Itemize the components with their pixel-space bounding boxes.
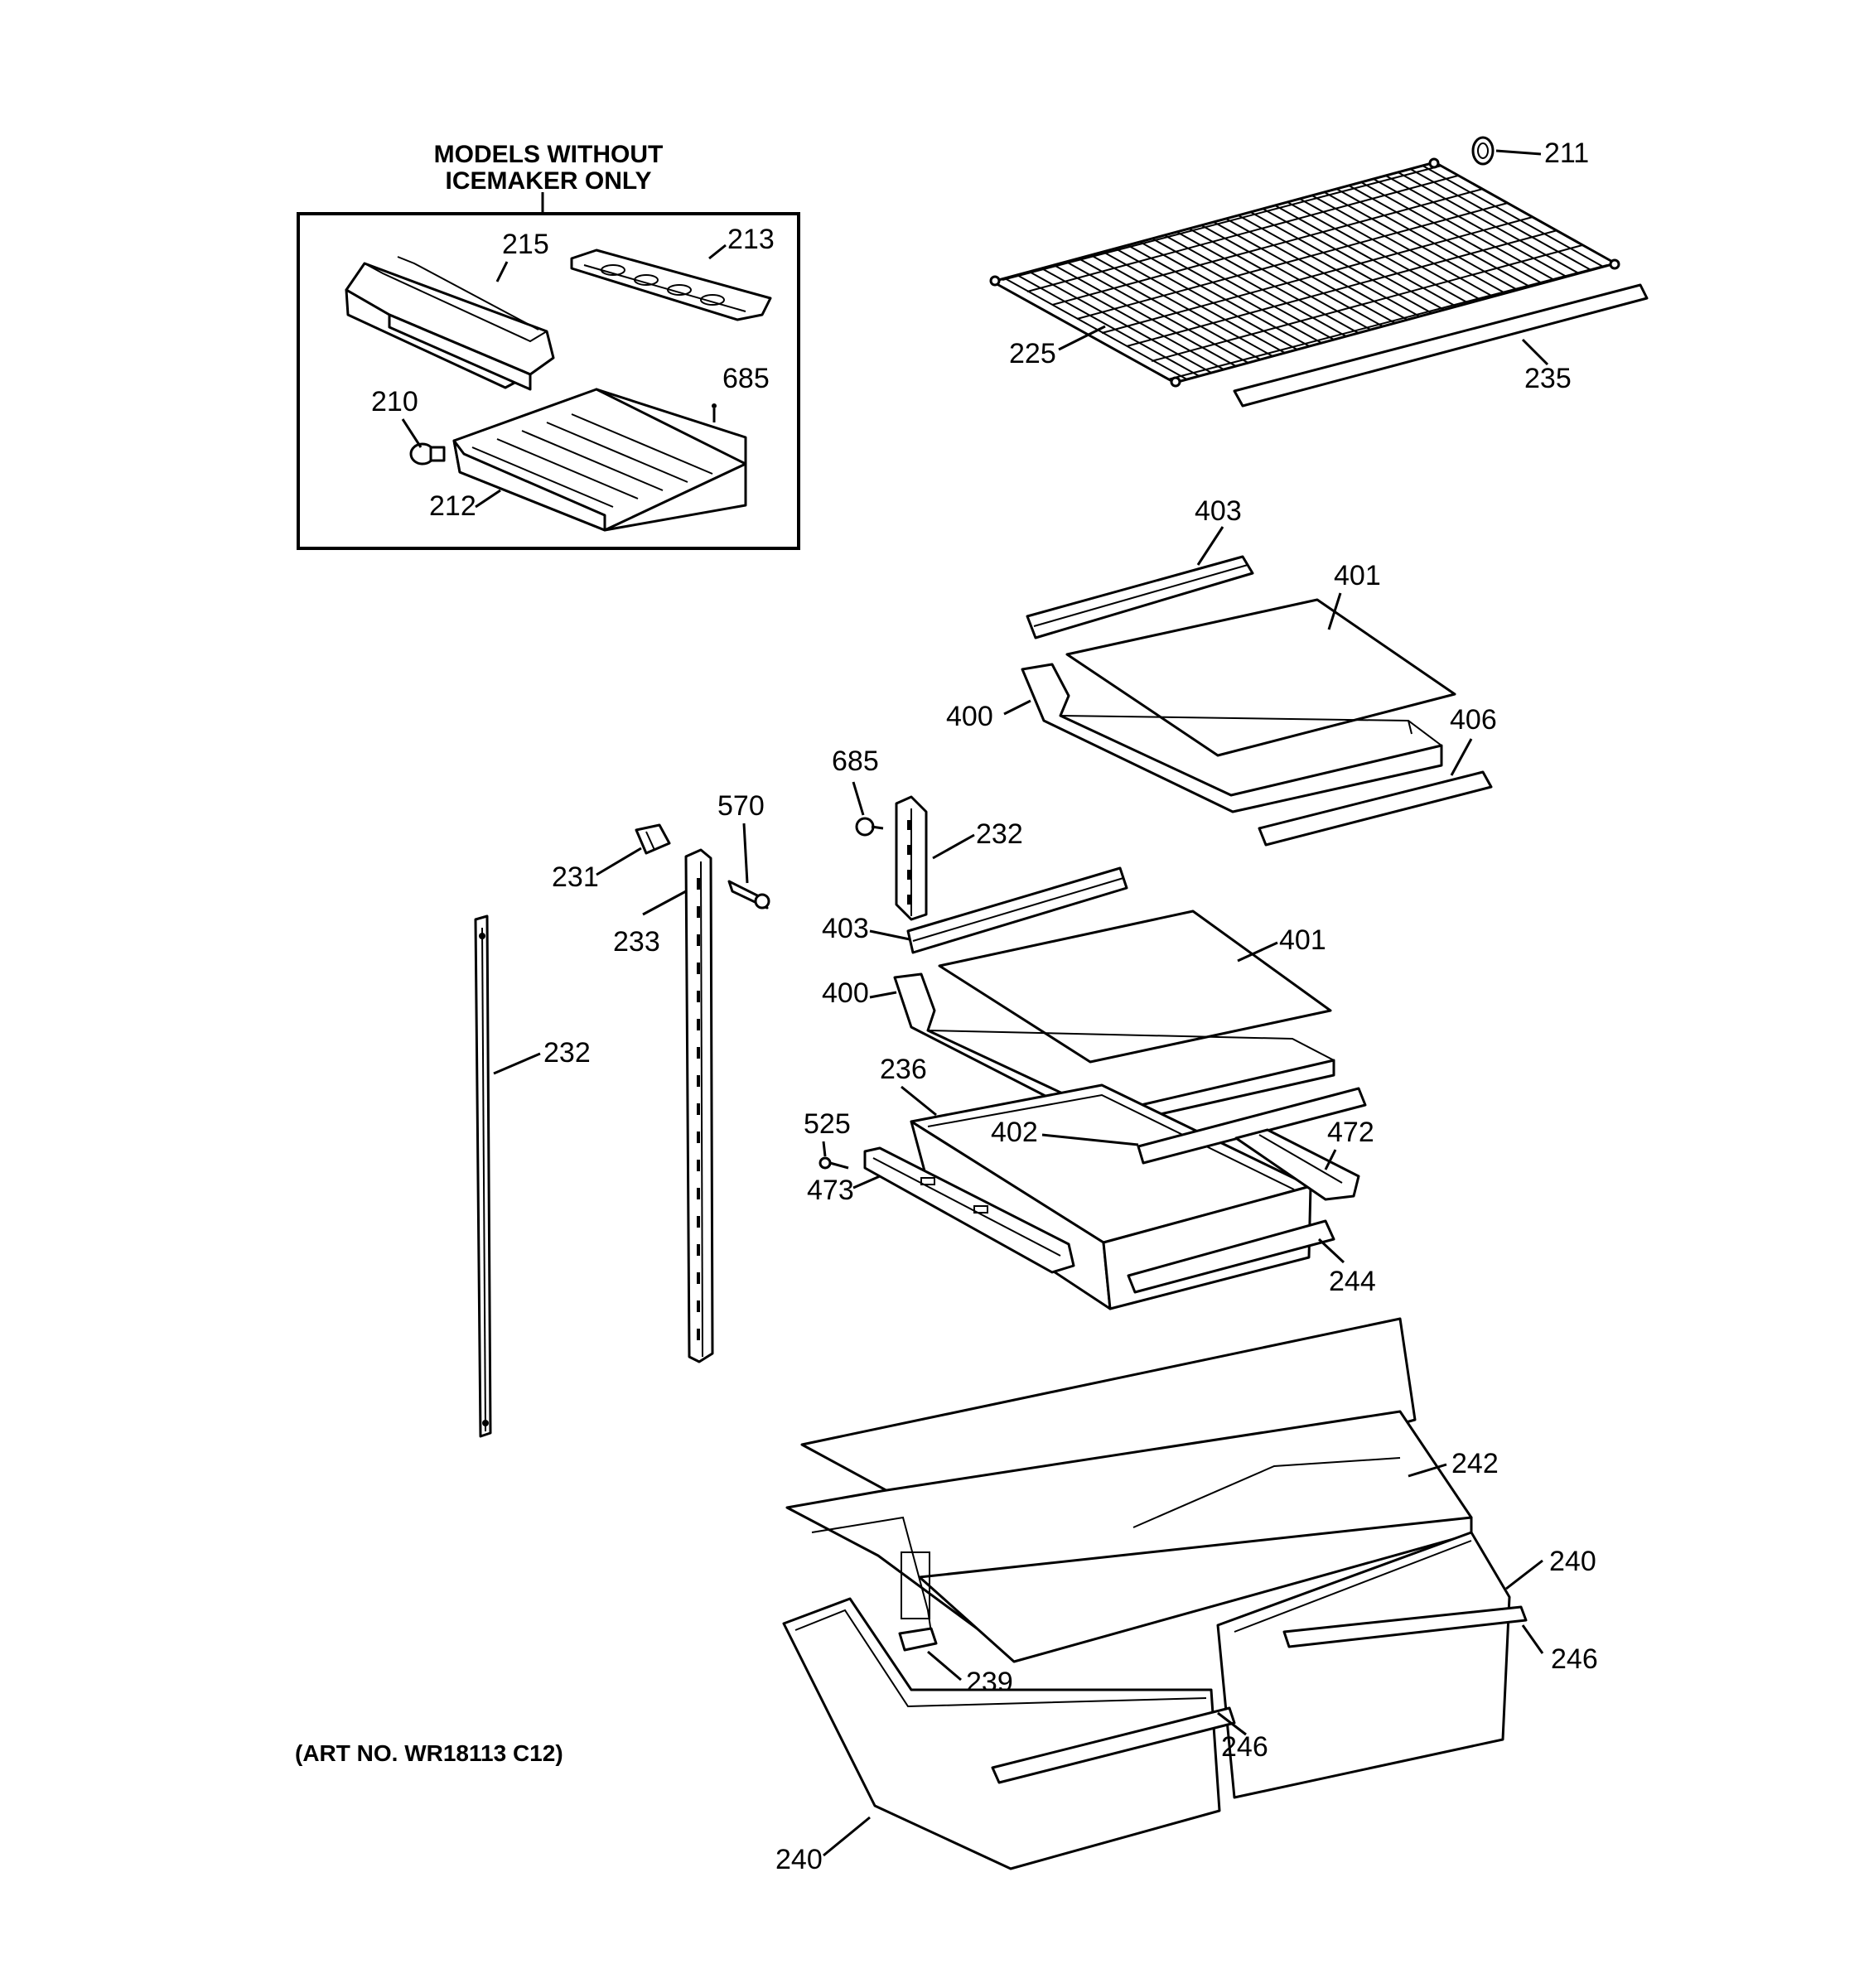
slide-472 [1234,1128,1360,1201]
label-403-upper: 403 [1195,495,1242,527]
label-244: 244 [1329,1266,1376,1297]
label-240-left: 240 [775,1844,823,1875]
label-231: 231 [552,861,599,893]
label-402: 402 [991,1117,1038,1148]
inset-frame [297,212,800,550]
label-242: 242 [1451,1448,1499,1479]
label-401-upper: 401 [1334,560,1381,591]
label-240-right: 240 [1549,1546,1596,1577]
label-472: 472 [1327,1117,1374,1148]
label-211: 211 [1544,138,1589,169]
label-246-left: 246 [1221,1731,1268,1763]
shelf-trim-403-middle [906,866,1128,954]
screw-685 [855,817,884,837]
shelf-trim-235 [1233,283,1649,408]
freezer-shelf-212 [452,388,747,532]
support-239 [898,1627,938,1652]
screw-525 [819,1156,849,1170]
shelf-frame-400-middle [893,972,1335,1128]
end-cap-211 [1471,136,1495,166]
label-233: 233 [613,926,660,958]
screw-570 [727,880,770,910]
label-225: 225 [1009,338,1056,369]
label-235: 235 [1524,363,1572,394]
shelf-trim-406 [1258,770,1493,847]
label-400-upper: 400 [946,701,993,732]
crisper-240-right [1216,1531,1528,1799]
trim-244 [1127,1219,1335,1294]
label-403-middle: 403 [822,913,869,944]
label-406: 406 [1450,704,1497,736]
rail-232-short [895,795,928,921]
label-685: 685 [832,746,879,777]
inset-title-line1: MODELS WITHOUT [434,141,664,168]
slide-473 [863,1146,1075,1274]
glass-401-upper [1065,598,1456,757]
label-246-right: 246 [1551,1643,1598,1675]
ice-bucket-215 [345,256,555,391]
screw-685-inset [712,403,717,422]
ice-tray-213 [570,248,772,321]
rail-233 [684,848,714,1363]
label-210: 210 [371,386,418,417]
knob-210 [409,442,446,466]
art-number: (ART NO. WR18113 C12) [295,1740,563,1766]
label-215: 215 [502,229,549,260]
shelf-trim-403-upper [1026,555,1254,639]
label-236: 236 [880,1054,927,1085]
label-400-middle: 400 [822,977,869,1009]
glass-401-middle [938,910,1332,1064]
label-525: 525 [804,1108,851,1140]
label-232-short: 232 [976,818,1023,850]
label-212: 212 [429,490,476,522]
crisper-cover-242 [785,1317,1473,1663]
label-213: 213 [727,224,775,255]
shelf-frame-400-upper [1021,663,1443,813]
inset-title-line2: ICEMAKER ONLY [446,167,652,195]
label-232-long: 232 [543,1037,591,1069]
label-473: 473 [807,1175,854,1206]
wire-shelf-225 [989,157,1620,388]
label-685-inset: 685 [722,363,770,394]
rail-232-long [474,914,492,1438]
label-401-middle: 401 [1279,924,1326,956]
crisper-240-left [782,1597,1236,1870]
trim-402 [1137,1087,1367,1165]
bracket-231 [635,823,671,855]
icemaker-inset: MODELS WITHOUT ICEMAKER ONLY [297,141,800,550]
label-570: 570 [717,790,765,822]
